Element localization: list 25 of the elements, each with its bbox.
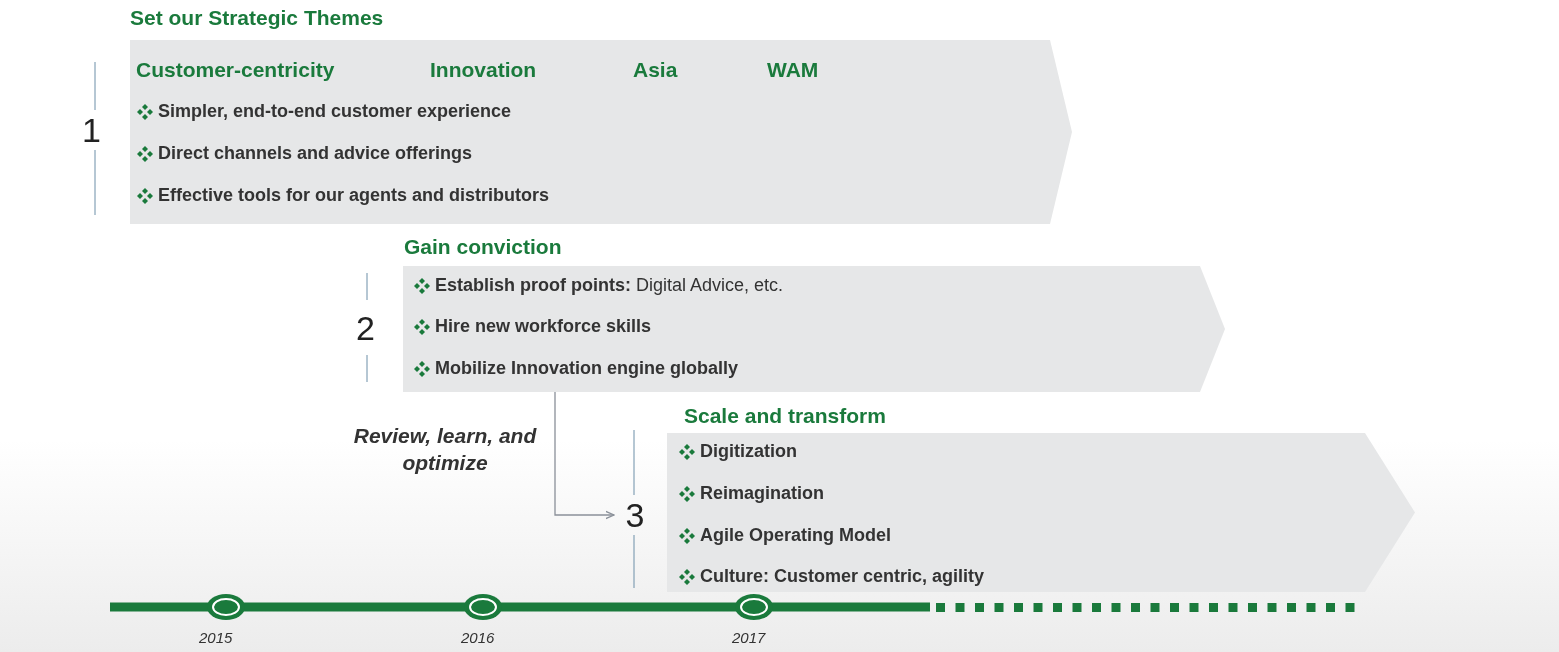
year-label: 2015 [199,629,233,646]
theme-label: Customer-centricity [136,58,335,82]
theme-label: WAM [767,58,819,82]
bullet-text: Simpler, end-to-end customer experience [158,101,512,122]
step-number: 1 [82,113,101,147]
step-number: 2 [356,311,375,345]
arrow [554,391,615,520]
bullet-text: Establish proof points: Digital Advice, etc. [435,275,784,296]
bullet-text: Agile Operating Model [700,525,891,546]
bullet-text: Mobilize Innovation engine globally [435,358,738,379]
year-label: 2017 [732,629,766,646]
step-number: 3 [620,497,650,533]
bullet-text: Reimagination [700,483,824,504]
step-heading: Set our Strategic Themes [130,6,384,30]
theme-label: Asia [633,58,678,82]
bullet-text: Direct channels and advice offerings [158,143,473,164]
bullet-text: Culture: Customer centric, agility [700,566,985,587]
year-label: 2016 [461,629,495,646]
bullet-text: Effective tools for our agents and distributors [158,185,550,206]
theme-label: Innovation [430,58,537,82]
bullet-text: Hire new workforce skills [435,316,652,337]
edge-label: Review, learn, and optimize [352,423,538,477]
step-heading: Gain conviction [404,235,562,259]
step-heading: Scale and transform [684,404,886,428]
bullet-text: Digitization [700,441,797,462]
